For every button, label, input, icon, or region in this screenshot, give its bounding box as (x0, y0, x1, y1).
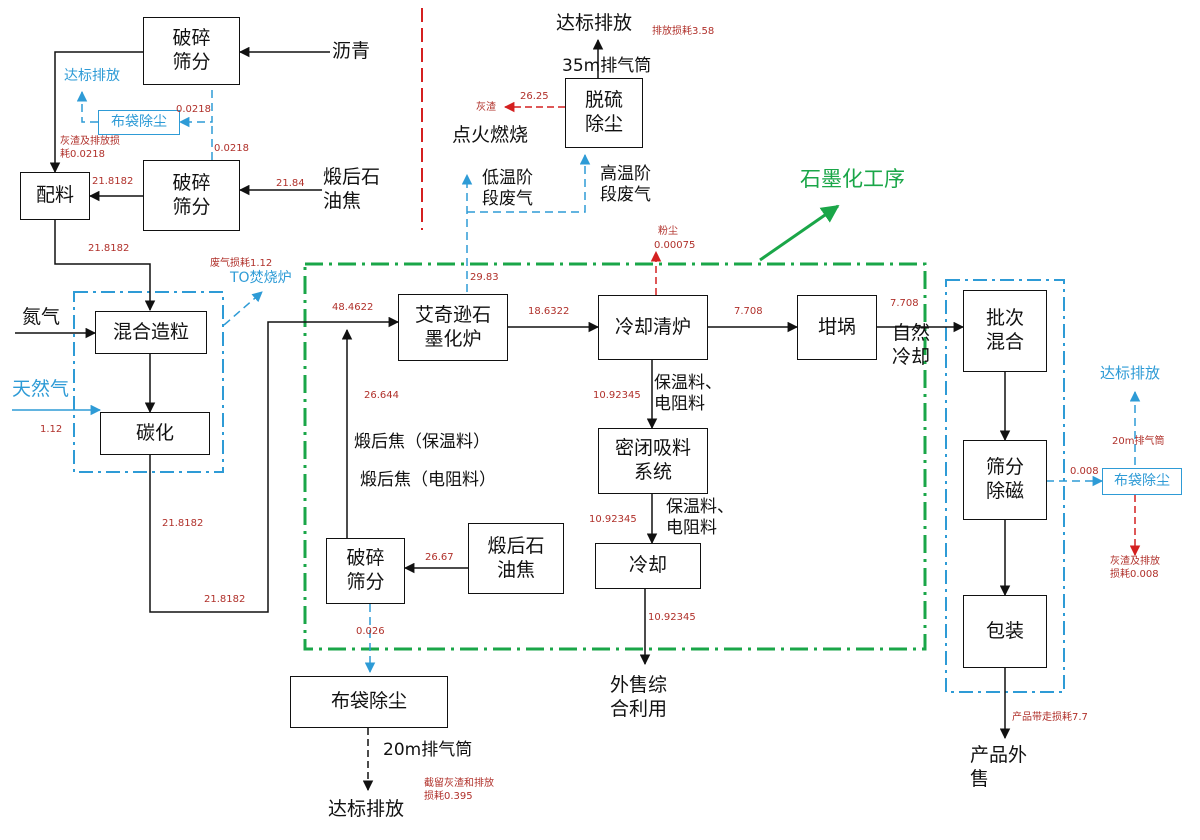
value-2667: 26.67 (425, 552, 454, 563)
flow-crush1-to-batching (49, 51, 143, 174)
value-186322: 18.6322 (528, 306, 570, 317)
batch-mixing-box: 批次 混合 (963, 290, 1047, 372)
label-emission-top-left: 达标排放 (64, 68, 120, 84)
acheson-furnace-box: 艾奇逊石 墨化炉 (398, 294, 508, 361)
label-product-loss: 产品带走损耗7.7 (1012, 712, 1088, 723)
flow-batching-to-mix (54, 220, 156, 312)
label-asphalt: 沥青 (332, 40, 371, 62)
mix-granulate-box: 混合造粒 (95, 311, 207, 354)
value-112: 1.12 (40, 424, 63, 435)
closed-suction-box: 密闭吸料 系统 (598, 428, 708, 494)
value-2184: 21.84 (276, 178, 305, 189)
value-218182-d: 21.8182 (204, 594, 246, 605)
crush-screen-box-3: 破碎 筛分 (326, 538, 405, 604)
value-2625: 26.25 (520, 91, 549, 102)
value-26644: 26.644 (364, 390, 399, 401)
value-7708-a: 7.708 (734, 306, 763, 317)
label-low-temp-gas: 低温阶 段废气 (482, 168, 533, 210)
baghouse-box-bottom: 布袋除尘 (290, 676, 448, 728)
label-high-temp-gas: 高温阶 段废气 (600, 164, 651, 206)
value-0008: 0.008 (1070, 466, 1099, 477)
label-ash: 灰渣 (476, 102, 496, 113)
value-0218-a: 0.0218 (176, 104, 211, 115)
value-0026: 0.026 (356, 626, 385, 637)
gas-crush-to-bag (178, 90, 213, 128)
graphitization-arrow (759, 204, 840, 262)
label-ash-loss-right: 灰渣及排放 损耗0.008 (1110, 556, 1160, 580)
label-ignite-burn: 点火燃烧 (452, 124, 529, 146)
crush-screen-box-1: 破碎 筛分 (143, 17, 240, 85)
crucible-box: 坩埚 (797, 295, 877, 360)
value-218182-a: 21.8182 (92, 176, 134, 187)
label-nitrogen: 氮气 (22, 306, 61, 328)
label-to-incinerator: TO焚烧炉 (230, 270, 292, 286)
label-coke-resistance: 煅后焦（电阻料） (360, 470, 496, 490)
label-external-sale: 外售综 合利用 (610, 674, 668, 720)
carbonization-boundary (73, 291, 224, 473)
packaging-box: 包装 (963, 595, 1047, 668)
flow-carbon-to-furnace (149, 316, 400, 613)
label-natural-cooling: 自然 冷却 (892, 322, 931, 368)
label-exhaust-loss: 废气损耗1.12 (210, 258, 273, 269)
batching-box: 配料 (20, 172, 90, 220)
label-insulation-resistance-1: 保温料、 电阻料 (654, 373, 722, 415)
label-stack-20m-right: 20m排气筒 (1112, 436, 1165, 447)
desulfurization-box: 脱硫 除尘 (565, 78, 643, 148)
cooling-cleaning-box: 冷却清炉 (598, 295, 708, 360)
value-00075: 0.00075 (654, 240, 696, 251)
label-emission-bottom: 达标排放 (328, 798, 405, 820)
label-product-sale: 产品外 售 (970, 744, 1028, 790)
value-1092345-a: 10.92345 (593, 390, 641, 401)
gas-bag-to-emission (76, 90, 98, 123)
calcined-coke-box: 煅后石 油焦 (468, 523, 564, 594)
baghouse-box-small-1: 布袋除尘 (98, 110, 180, 135)
value-484622: 48.4622 (332, 302, 374, 313)
label-emission-top: 达标排放 (556, 12, 633, 34)
baghouse-box-small-2: 布袋除尘 (1102, 468, 1182, 495)
label-emission-right: 达标排放 (1100, 364, 1161, 382)
gas-lowtemp-line (467, 153, 591, 213)
label-dust: 粉尘 (658, 226, 678, 237)
value-1092345-c: 10.92345 (648, 612, 696, 623)
label-ash-loss-left: 灰渣及排放损 耗0.0218 (60, 136, 120, 160)
value-1092345-b: 10.92345 (589, 514, 637, 525)
label-retained-ash: 截留灰渣和排放 损耗0.395 (424, 778, 494, 802)
value-218182-c: 21.8182 (162, 518, 204, 529)
cooling-box: 冷却 (595, 543, 701, 589)
value-7708-b: 7.708 (890, 298, 919, 309)
label-graphitization: 石墨化工序 (800, 167, 905, 191)
screen-demagnetize-box: 筛分 除磁 (963, 440, 1047, 520)
gas-to-incinerator (223, 291, 263, 326)
label-natural-gas: 天然气 (12, 378, 70, 400)
value-218182-b: 21.8182 (88, 243, 130, 254)
value-0218-b: 0.0218 (214, 143, 249, 154)
carbonization-box: 碳化 (100, 412, 210, 455)
graphitization-boundary (303, 262, 927, 651)
value-2983: 29.83 (470, 272, 499, 283)
label-stack-35m: 35m排气筒 (562, 56, 652, 76)
crush-screen-box-2: 破碎 筛分 (143, 160, 240, 231)
label-stack-20m-bottom: 20m排气筒 (383, 740, 473, 760)
label-coke-insulation: 煅后焦（保温料） (354, 432, 490, 452)
label-emission-loss-358: 排放损耗3.58 (652, 26, 715, 37)
label-insulation-resistance-2: 保温料、 电阻料 (666, 497, 734, 539)
label-calcined-coke-in: 煅后石 油焦 (323, 166, 381, 212)
